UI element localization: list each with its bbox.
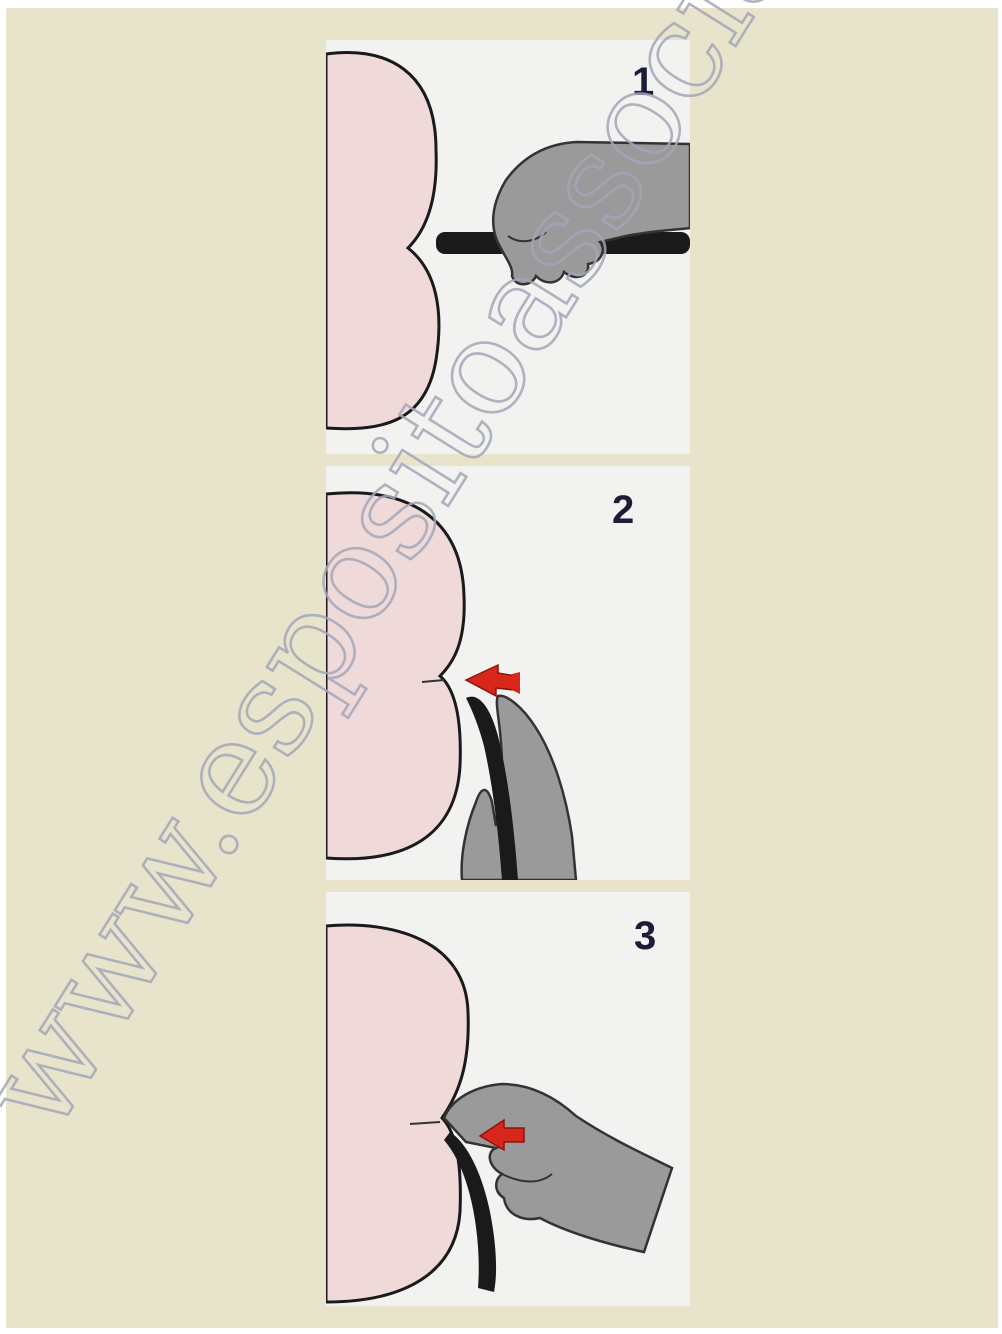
tissue-shape — [326, 493, 464, 859]
step-number: 2 — [612, 490, 634, 530]
step-3-panel: 3 — [326, 892, 690, 1306]
red-arrow-icon — [466, 665, 520, 696]
tissue-shape — [326, 53, 439, 429]
step-1-panel: 1 — [326, 40, 690, 454]
step-number: 1 — [632, 62, 654, 102]
step-number: 3 — [634, 916, 656, 956]
step-2-panel: 2 — [326, 466, 690, 880]
step-2-illustration — [326, 466, 690, 880]
hand-icon — [493, 142, 690, 284]
